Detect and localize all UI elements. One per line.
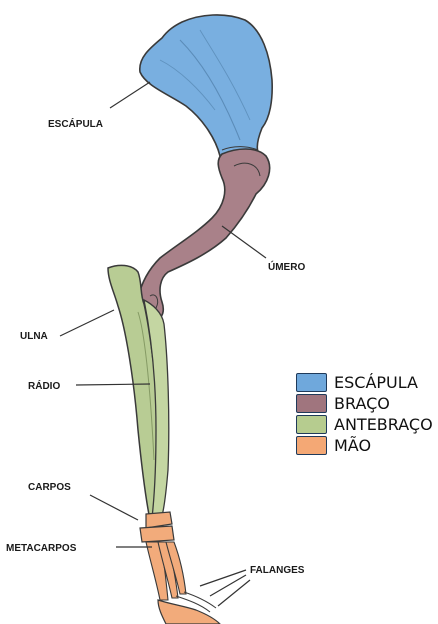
leader-escapula (110, 82, 150, 108)
legend-swatch (296, 373, 327, 392)
legend-label: ESCÁPULA (334, 373, 418, 392)
leader-falanges-1 (200, 570, 246, 586)
legend-swatch (296, 415, 327, 434)
leader-ulna (60, 310, 114, 336)
leader-falanges-2 (210, 575, 246, 596)
legend-swatch (296, 394, 327, 413)
label-falanges: FALANGES (250, 565, 305, 576)
legend-item-escapula: ESCÁPULA (296, 372, 436, 393)
label-radio: RÁDIO (28, 379, 60, 392)
legend-swatch (296, 436, 327, 455)
scapula-bone (140, 15, 272, 156)
label-escapula: ESCÁPULA (48, 117, 103, 130)
label-ulna: ULNA (20, 331, 48, 342)
label-metacarpos: METACARPOS (6, 543, 77, 554)
leader-carpos (90, 495, 138, 520)
leader-umero (222, 226, 266, 258)
legend-label: ANTEBRAÇO (334, 415, 433, 434)
label-umero: ÚMERO (268, 260, 305, 273)
label-carpos: CARPOS (28, 482, 71, 493)
legend-item-mao: MÃO (296, 435, 436, 456)
leader-falanges-3 (218, 580, 250, 606)
humerus-bone (137, 149, 270, 322)
legend-label: MÃO (334, 436, 371, 455)
legend: ESCÁPULA BRAÇO ANTEBRAÇO MÃO (296, 372, 436, 456)
hand-bones (140, 512, 220, 624)
legend-item-antebraco: ANTEBRAÇO (296, 414, 436, 435)
legend-label: BRAÇO (334, 394, 390, 413)
legend-item-braco: BRAÇO (296, 393, 436, 414)
